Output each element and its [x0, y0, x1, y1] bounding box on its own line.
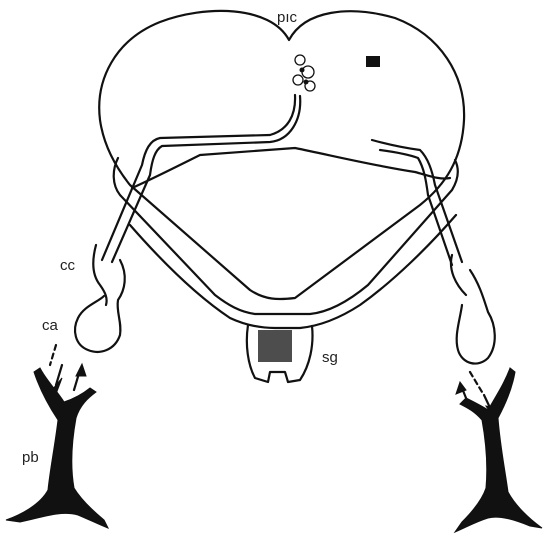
- neurosecretory-cells: [293, 55, 315, 91]
- corpus-allatum-left: [75, 260, 125, 352]
- hormone-arrows-left: [50, 345, 86, 394]
- nerve-tract-left: [102, 95, 295, 260]
- marker-B-box: [366, 56, 380, 67]
- ventral-outer-curve: [130, 215, 456, 328]
- label-pic: pıc: [277, 9, 298, 26]
- sg-shading: [258, 330, 292, 362]
- label-ca: ca: [42, 317, 59, 334]
- label-cc: cc: [60, 257, 76, 274]
- ventral-lower-curve: [114, 158, 458, 314]
- label-pb: pb: [22, 449, 39, 466]
- prothoracic-gland-left: [6, 368, 108, 528]
- label-sg: sg: [322, 349, 338, 366]
- corpus-cardiacum-right: [451, 255, 466, 295]
- corpus-allatum-right: [457, 270, 495, 364]
- prothoracic-gland-right: [455, 368, 542, 532]
